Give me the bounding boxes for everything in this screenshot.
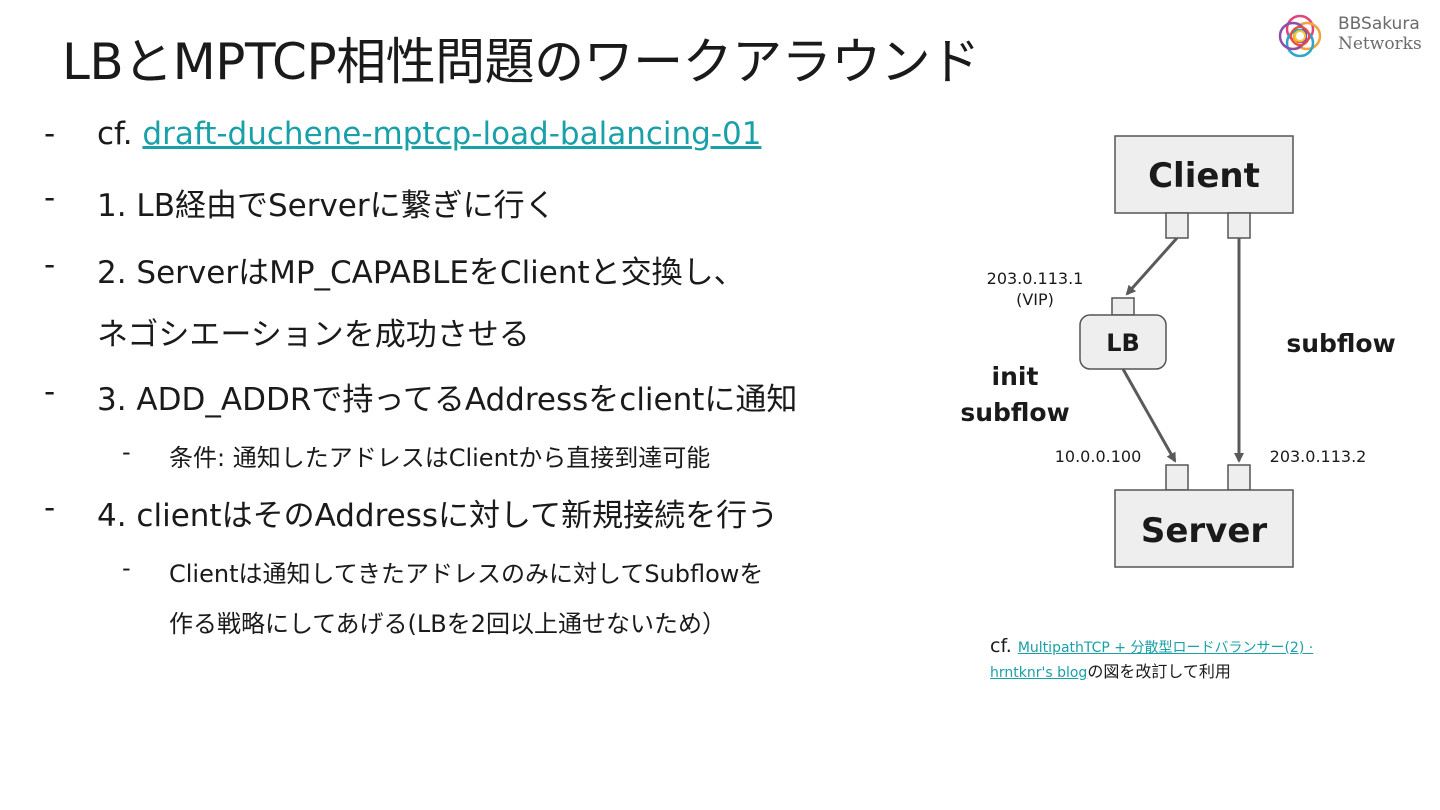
client-port-left <box>1165 212 1189 239</box>
bullet-step-1: 1. LB経由でServerに繋ぎに行く <box>97 188 556 224</box>
sub-bullet-dash: - <box>122 554 131 582</box>
figure-caption: cf. MultipathTCP + 分散型ロードバランサー(2) · hrnt… <box>990 634 1390 685</box>
blog-link-line-1[interactable]: MultipathTCP + 分散型ロードバランサー(2) · <box>1017 640 1314 656</box>
bullet-dash: - <box>44 116 56 152</box>
arrow-client-to-lb <box>1125 237 1179 296</box>
client-label: Client <box>1148 156 1260 196</box>
bullet-step-4-strategy-line-2: 作る戦略にしてあげる(LBを2回以上通せないため） <box>169 610 727 638</box>
bullet-cf: cf. draft-duchene-mptcp-load-balancing-0… <box>97 116 761 152</box>
draft-link[interactable]: draft-duchene-mptcp-load-balancing-01 <box>142 116 762 152</box>
bullet-step-4: 4. clientはそのAddressに対して新規接続を行う <box>97 498 779 534</box>
sub-bullet-dash: - <box>122 438 131 466</box>
company-logo: BBSakura Networks <box>1274 8 1434 64</box>
lb-server-address-label: 10.0.0.100 <box>1055 447 1142 466</box>
vip-tag-label: (VIP) <box>1016 290 1054 309</box>
bullet-dash: - <box>44 180 56 216</box>
bullet-dash: - <box>44 374 56 410</box>
server-address-label: 203.0.113.2 <box>1270 447 1367 466</box>
caption-prefix: cf. <box>990 635 1018 657</box>
lb-port <box>1111 297 1135 316</box>
subflow-label: subflow <box>1286 329 1395 358</box>
bullet-dash: - <box>44 247 56 283</box>
bullet-step-3-condition: 条件: 通知したアドレスはClientから直接到達可能 <box>169 444 711 472</box>
server-port-right <box>1227 464 1251 491</box>
bullet-dash: - <box>44 490 56 526</box>
bullet-step-2-line-2: ネゴシエーションを成功させる <box>97 317 530 353</box>
server-label: Server <box>1141 511 1268 551</box>
blog-link-line-2[interactable]: hrntknr's blog <box>990 665 1088 681</box>
slide-title: LBとMPTCP相性問題のワークアラウンド <box>62 33 980 91</box>
bullet-step-4-strategy-line-1: Clientは通知してきたアドレスのみに対してSubflowを <box>169 560 764 588</box>
server-box <box>1114 489 1294 568</box>
mptcp-lb-diagram: Client LB Server 203.0.113.1 (VIP) init … <box>960 135 1396 568</box>
logo-wordmark: BBSakura Networks <box>1338 14 1422 54</box>
init-subflow-label-line-2: subflow <box>960 398 1069 427</box>
arrow-lb-to-server <box>1121 368 1177 463</box>
logo-line-2: Networks <box>1338 34 1422 54</box>
bullet-step-3: 3. ADD_ADDRで持ってるAddressをclientに通知 <box>97 382 798 418</box>
init-subflow-label-line-1: init <box>992 362 1039 391</box>
bullet-step-2-line-1: 2. ServerはMP_CAPABLEをClientと交換し、 <box>97 255 745 291</box>
logo-line-1: BBSakura <box>1338 14 1420 34</box>
client-box <box>1114 135 1294 214</box>
lb-label: LB <box>1106 329 1140 357</box>
bullet-cf-prefix: cf. <box>97 116 143 152</box>
server-port-left <box>1165 464 1189 491</box>
client-port-right <box>1227 212 1251 239</box>
caption-suffix: の図を改訂して利用 <box>1087 662 1231 681</box>
vip-address-label: 203.0.113.1 <box>987 269 1084 288</box>
sakura-logo-icon <box>1278 14 1322 58</box>
